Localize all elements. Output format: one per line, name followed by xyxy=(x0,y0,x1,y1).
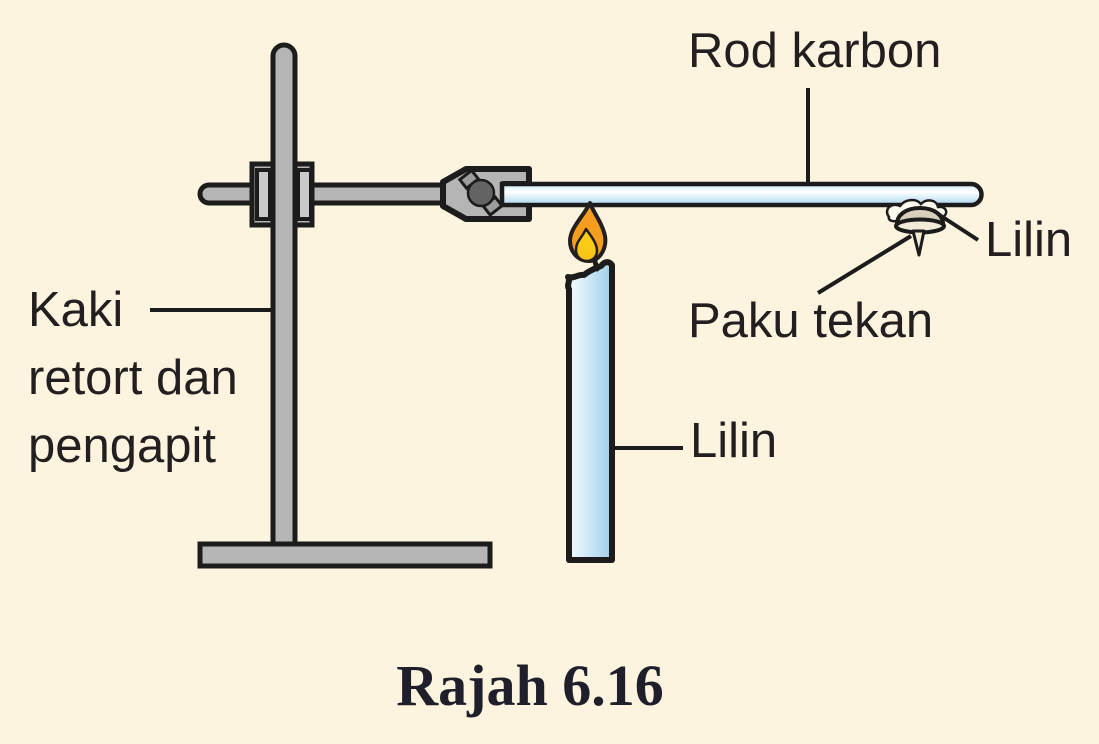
paku-tekan-leader-line xyxy=(816,234,913,295)
tack-pin xyxy=(911,229,926,257)
carbon-rod xyxy=(499,181,984,208)
flame-inner xyxy=(574,227,599,263)
label-lilin-candle: Lilin xyxy=(690,414,778,468)
boss-head-inner-right xyxy=(296,168,313,221)
stand-rod xyxy=(270,42,298,556)
figure-caption: Rajah 6.16 xyxy=(396,653,664,718)
label-paku-tekan: Paku tekan xyxy=(688,294,934,348)
label-kaki-retort: Kaki retort dan pengapit xyxy=(28,283,238,473)
stand-base xyxy=(197,541,493,569)
lilin-rod-leader-line xyxy=(936,212,980,242)
clamp-knob xyxy=(466,178,496,208)
candle-body xyxy=(565,259,615,563)
boss-head-inner-left xyxy=(255,168,272,221)
label-lilin-on-rod: Lilin xyxy=(985,213,1073,267)
label-rod-karbon: Rod karbon xyxy=(688,24,942,78)
boss-arm-right xyxy=(297,182,453,206)
